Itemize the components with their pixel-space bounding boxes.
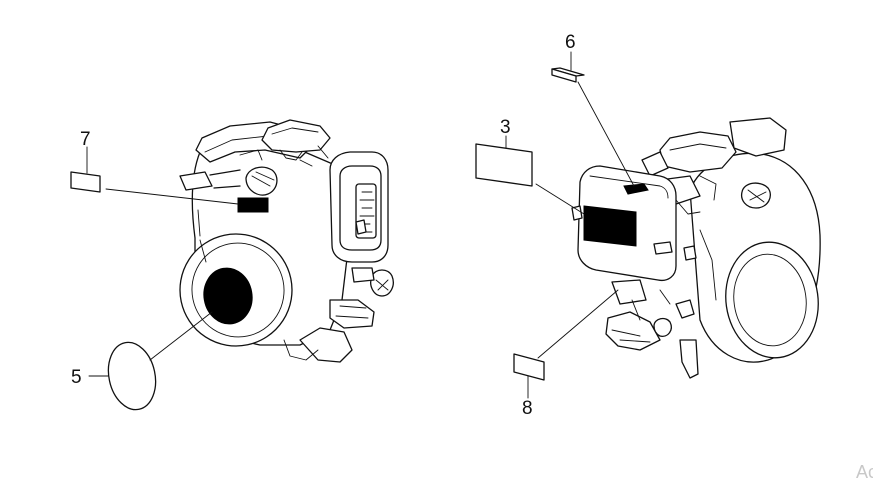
left-engine-illustration bbox=[179, 119, 394, 363]
callout-3: 3 bbox=[475, 117, 585, 215]
label-8-outline bbox=[513, 353, 545, 381]
right-engine-illustration bbox=[571, 117, 821, 379]
label-5-outline bbox=[107, 341, 157, 411]
callout-7: 7 bbox=[70, 129, 239, 205]
callout-8: 8 bbox=[513, 289, 619, 419]
callout-number-8: 8 bbox=[522, 398, 533, 419]
watermark-text: Ac bbox=[856, 462, 873, 482]
callout-number-6: 6 bbox=[565, 32, 576, 53]
callout-number-7: 7 bbox=[80, 129, 91, 150]
label-7-outline bbox=[70, 171, 101, 193]
callout-6: 6 bbox=[551, 32, 635, 187]
callout-number-3: 3 bbox=[500, 117, 511, 138]
callout-5: 5 bbox=[71, 311, 213, 411]
label-3-outline bbox=[475, 143, 533, 187]
callout-number-5: 5 bbox=[71, 367, 82, 388]
